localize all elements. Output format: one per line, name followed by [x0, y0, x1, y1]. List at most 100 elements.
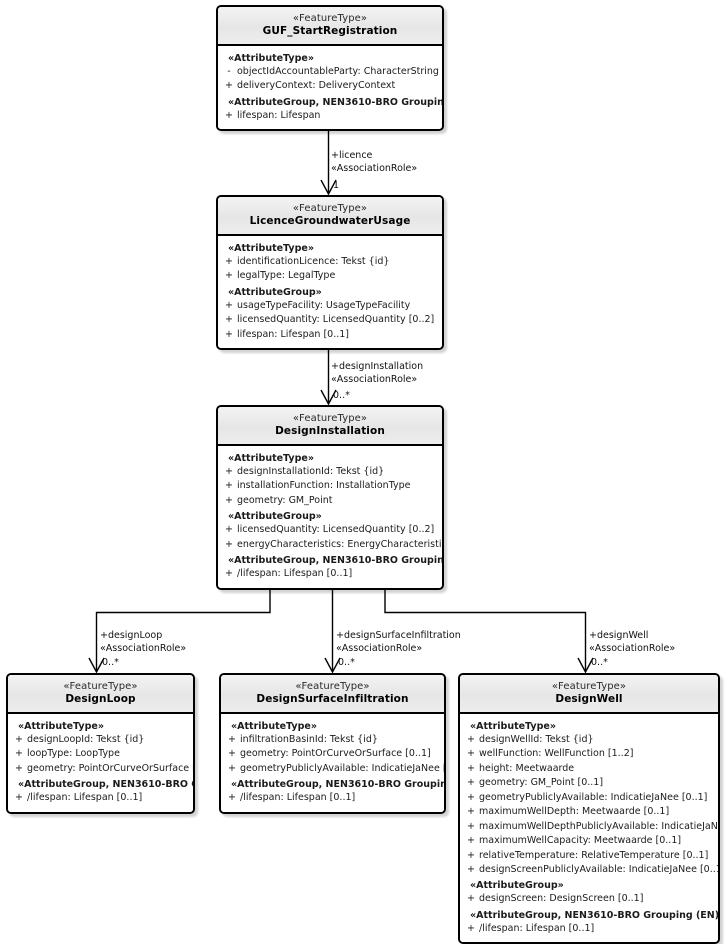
visibility-marker: + [15, 734, 23, 746]
class-box-designloop[interactable]: «FeatureType» DesignLoop «AttributeType»… [6, 673, 195, 814]
class-name: DesignLoop [65, 693, 136, 706]
connector-mult-designwell: 0..* [591, 657, 608, 668]
attribute-row[interactable]: + energyCharacteristics: EnergyCharacter… [218, 538, 442, 552]
attribute-row[interactable]: + geometry: PointOrCurveOrSurface [0..1] [221, 747, 444, 761]
attribute-row[interactable]: + /lifespan: Lifespan [0..1] [218, 567, 442, 581]
attribute-row[interactable]: + /lifespan: Lifespan [0..1] [460, 922, 718, 936]
attribute-row[interactable]: + geometry: PointOrCurveOrSurface [0..1] [8, 762, 193, 776]
attribute-row[interactable]: + /lifespan: Lifespan [0..1] [221, 791, 444, 805]
attribute-signature: licensedQuantity: LicensedQuantity [0..2… [237, 524, 435, 536]
attribute-signature: wellFunction: WellFunction [1..2] [479, 748, 634, 760]
class-stereotype: «FeatureType» [295, 681, 370, 692]
attribute-row[interactable]: + licensedQuantity: LicensedQuantity [0.… [218, 313, 442, 327]
attribute-row[interactable]: + designLoopId: Tekst {id} [8, 733, 193, 747]
class-box-designinstallation[interactable]: «FeatureType» DesignInstallation «Attrib… [216, 405, 444, 590]
class-name: GUF_StartRegistration [262, 25, 398, 38]
class-header: «FeatureType» DesignSurfaceInfiltration [221, 675, 444, 715]
attribute-signature: /lifespan: Lifespan [0..1] [479, 922, 595, 934]
attribute-signature: height: Meetwaarde [479, 762, 575, 774]
connector-label-licence: +licence «AssociationRole» [331, 149, 417, 176]
attribute-group-header: «AttributeType» [228, 243, 314, 255]
visibility-marker: + [225, 524, 233, 536]
class-stereotype: «FeatureType» [292, 203, 368, 214]
attribute-row[interactable]: + infiltrationBasinId: Tekst {id} [221, 733, 444, 747]
class-box-guf-startregistration[interactable]: «FeatureType» GUF_StartRegistration «Att… [216, 5, 444, 132]
class-box-designsurfaceinfiltration[interactable]: «FeatureType» DesignSurfaceInfiltration … [219, 673, 446, 814]
visibility-marker: + [467, 777, 475, 789]
attribute-row[interactable]: + lifespan: Lifespan [218, 109, 442, 123]
visibility-marker: + [225, 494, 233, 506]
attribute-row[interactable]: + designScreen: DesignScreen [0..1] [460, 892, 718, 906]
attribute-row[interactable]: + loopType: LoopType [8, 747, 193, 761]
visibility-marker: + [228, 748, 236, 760]
class-box-licencegroundwaterusage[interactable]: «FeatureType» LicenceGroundwaterUsage «A… [216, 195, 444, 351]
attribute-row[interactable]: + geometryPubliclyAvailable: IndicatieJa… [460, 791, 718, 805]
attribute-row[interactable]: - objectIdAccountableParty: CharacterStr… [218, 65, 442, 79]
attribute-signature: geometry: GM_Point [237, 494, 333, 506]
attribute-row[interactable]: + geometry: GM_Point [218, 494, 442, 508]
class-stereotype: «FeatureType» [292, 13, 368, 24]
class-header: «FeatureType» LicenceGroundwaterUsage [218, 197, 442, 237]
attribute-signature: designScreen: DesignScreen [0..1] [479, 893, 644, 905]
visibility-marker: + [467, 791, 475, 803]
visibility-marker: + [225, 270, 233, 282]
attribute-row[interactable]: + lifespan: Lifespan [0..1] [218, 328, 442, 342]
class-attributes: «AttributeType» + designLoopId: Tekst {i… [8, 714, 193, 812]
connector-mult-designsurfaceinfiltration: 0..* [338, 657, 355, 668]
attribute-row[interactable]: + identificationLicence: Tekst {id} [218, 255, 442, 269]
attribute-row[interactable]: + licensedQuantity: LicensedQuantity [0.… [218, 523, 442, 537]
visibility-marker: + [228, 762, 236, 774]
attribute-signature: maximumWellCapacity: Meetwaarde [0..1] [479, 835, 682, 847]
attribute-row[interactable]: + wellFunction: WellFunction [1..2] [460, 747, 718, 761]
attribute-row[interactable]: + geometryPubliclyAvailable: IndicatieJa… [221, 762, 444, 776]
connector-label-designloop: +designLoop «AssociationRole» [100, 629, 186, 656]
attribute-row[interactable]: + usageTypeFacility: UsageTypeFacility [218, 299, 442, 313]
attribute-group-header: «AttributeType» [18, 721, 104, 733]
attribute-row[interactable]: + designScreenPubliclyAvailable: Indicat… [460, 863, 718, 877]
assoc-stereotype: «AssociationRole» [100, 643, 187, 655]
attribute-signature: lifespan: Lifespan [237, 109, 321, 121]
class-stereotype: «FeatureType» [551, 681, 627, 692]
assoc-role-name: +designSurfaceInfiltration [336, 630, 461, 641]
attribute-row[interactable]: + designInstallationId: Tekst {id} [218, 465, 442, 479]
attribute-row[interactable]: + installationFunction: InstallationType [218, 479, 442, 493]
visibility-marker: + [225, 256, 233, 268]
attribute-signature: deliveryContext: DeliveryContext [237, 80, 396, 92]
assoc-stereotype: «AssociationRole» [331, 374, 418, 386]
assoc-role-name: +designWell [589, 630, 649, 641]
attribute-row[interactable]: + geometry: GM_Point [0..1] [460, 776, 718, 790]
attribute-signature: licensedQuantity: LicensedQuantity [0..2… [237, 314, 435, 326]
attribute-row[interactable]: + legalType: LegalType [218, 269, 442, 283]
visibility-marker: + [225, 568, 233, 580]
attribute-row[interactable]: + deliveryContext: DeliveryContext [218, 79, 442, 93]
attribute-row[interactable]: + maximumWellCapacity: Meetwaarde [0..1] [460, 834, 718, 848]
connector-label-designwell: +designWell «AssociationRole» [589, 629, 675, 656]
attribute-group-header: «AttributeGroup, NEN3610-BRO Groupin… [18, 779, 193, 791]
connector-designwell[interactable] [384, 581, 594, 674]
visibility-marker: + [467, 806, 475, 818]
attribute-signature: designWellId: Tekst {id} [479, 734, 594, 746]
visibility-marker: + [225, 109, 233, 121]
attribute-group-header: «AttributeGroup, NEN3610-BRO Grouping (E… [470, 909, 718, 921]
class-attributes: «AttributeType» + infiltrationBasinId: T… [221, 714, 444, 812]
attribute-signature: maximumWellDepth: Meetwaarde [0..1] [479, 806, 670, 818]
attribute-signature: geometry: PointOrCurveOrSurface [0..1] [27, 762, 193, 774]
class-name: DesignInstallation [275, 425, 385, 438]
attribute-row[interactable]: + relativeTemperature: RelativeTemperatu… [460, 849, 718, 863]
connector-label-designsurfaceinfiltration: +designSurfaceInfiltration «AssociationR… [336, 629, 461, 656]
connector-mult-designinstallation: 0..* [333, 390, 350, 401]
visibility-marker: + [228, 734, 236, 746]
attribute-row[interactable]: + maximumWellDepth: Meetwaarde [0..1] [460, 805, 718, 819]
visibility-marker: + [15, 762, 23, 774]
assoc-role-name: +designInstallation [331, 361, 424, 372]
visibility-marker: + [467, 893, 475, 905]
attribute-row[interactable]: + designWellId: Tekst {id} [460, 733, 718, 747]
attribute-row[interactable]: + maximumWellDepthPubliclyAvailable: Ind… [460, 820, 718, 834]
class-stereotype: «FeatureType» [63, 681, 138, 692]
attribute-signature: usageTypeFacility: UsageTypeFacility [237, 299, 411, 311]
attribute-group-header: «AttributeType» [228, 53, 314, 65]
class-box-designwell[interactable]: «FeatureType» DesignWell «AttributeType»… [458, 673, 720, 944]
attribute-row[interactable]: + height: Meetwaarde [460, 762, 718, 776]
visibility-marker: + [15, 792, 23, 804]
attribute-row[interactable]: + /lifespan: Lifespan [0..1] [8, 791, 193, 805]
